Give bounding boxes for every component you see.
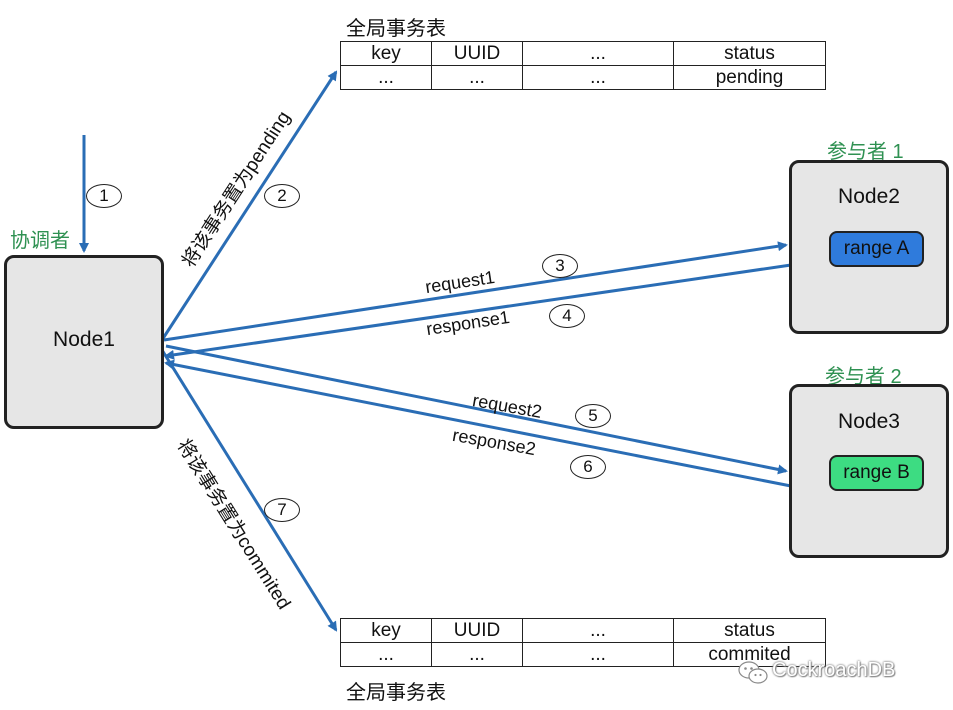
arrow-set-committed (160, 349, 338, 632)
bottom-table-title: 全局事务表 (346, 682, 446, 704)
arrow-request1 (163, 241, 788, 342)
node3-label: Node3 (838, 410, 900, 433)
arrow-request2 (165, 344, 788, 475)
node2-label: Node2 (838, 185, 900, 208)
table-row: ... ... ... pending (340, 65, 826, 90)
step-4-marker: 4 (549, 304, 585, 328)
watermark-text: CockroachDB (772, 659, 896, 681)
node3-box: Node3 range B (789, 384, 949, 558)
step-3-marker: 3 (542, 254, 578, 278)
wechat-icon (738, 661, 768, 684)
coordinator-role-label: 协调者 (10, 230, 70, 252)
arrow-response2 (164, 359, 792, 488)
step-2-marker: 2 (264, 184, 300, 208)
range-b-badge: range B (829, 455, 924, 491)
participant2-role-label: 参与者 2 (825, 366, 902, 388)
table-cell: ... (340, 642, 432, 667)
node1-box: Node1 (4, 255, 164, 429)
step-7-marker: 7 (264, 498, 300, 522)
bottom-transaction-table: key UUID ... status ... ... ... commited (340, 618, 826, 667)
table-row: key UUID ... status (340, 41, 826, 66)
top-table-title: 全局事务表 (346, 18, 446, 40)
step-1-marker: 1 (86, 184, 122, 208)
table-cell: UUID (431, 618, 523, 643)
table-cell: ... (522, 65, 674, 90)
table-cell: ... (522, 642, 674, 667)
table-cell: ... (431, 65, 523, 90)
arrow-set-pending (160, 70, 338, 341)
arrow-response1 (164, 263, 792, 360)
top-transaction-table: key UUID ... status ... ... ... pending (340, 41, 826, 90)
table-cell: ... (340, 65, 432, 90)
range-a-badge: range A (829, 231, 924, 267)
table-cell: key (340, 618, 432, 643)
table-cell: ... (522, 41, 674, 66)
table-row: key UUID ... status (340, 618, 826, 643)
table-cell: ... (522, 618, 674, 643)
step-6-marker: 6 (570, 455, 606, 479)
node1-label: Node1 (53, 328, 115, 351)
table-cell: status (673, 618, 826, 643)
table-cell: pending (673, 65, 826, 90)
table-cell: status (673, 41, 826, 66)
node2-box: Node2 range A (789, 160, 949, 334)
participant1-role-label: 参与者 1 (827, 141, 904, 163)
table-cell: key (340, 41, 432, 66)
table-cell: UUID (431, 41, 523, 66)
step-5-marker: 5 (575, 404, 611, 428)
table-cell: ... (431, 642, 523, 667)
